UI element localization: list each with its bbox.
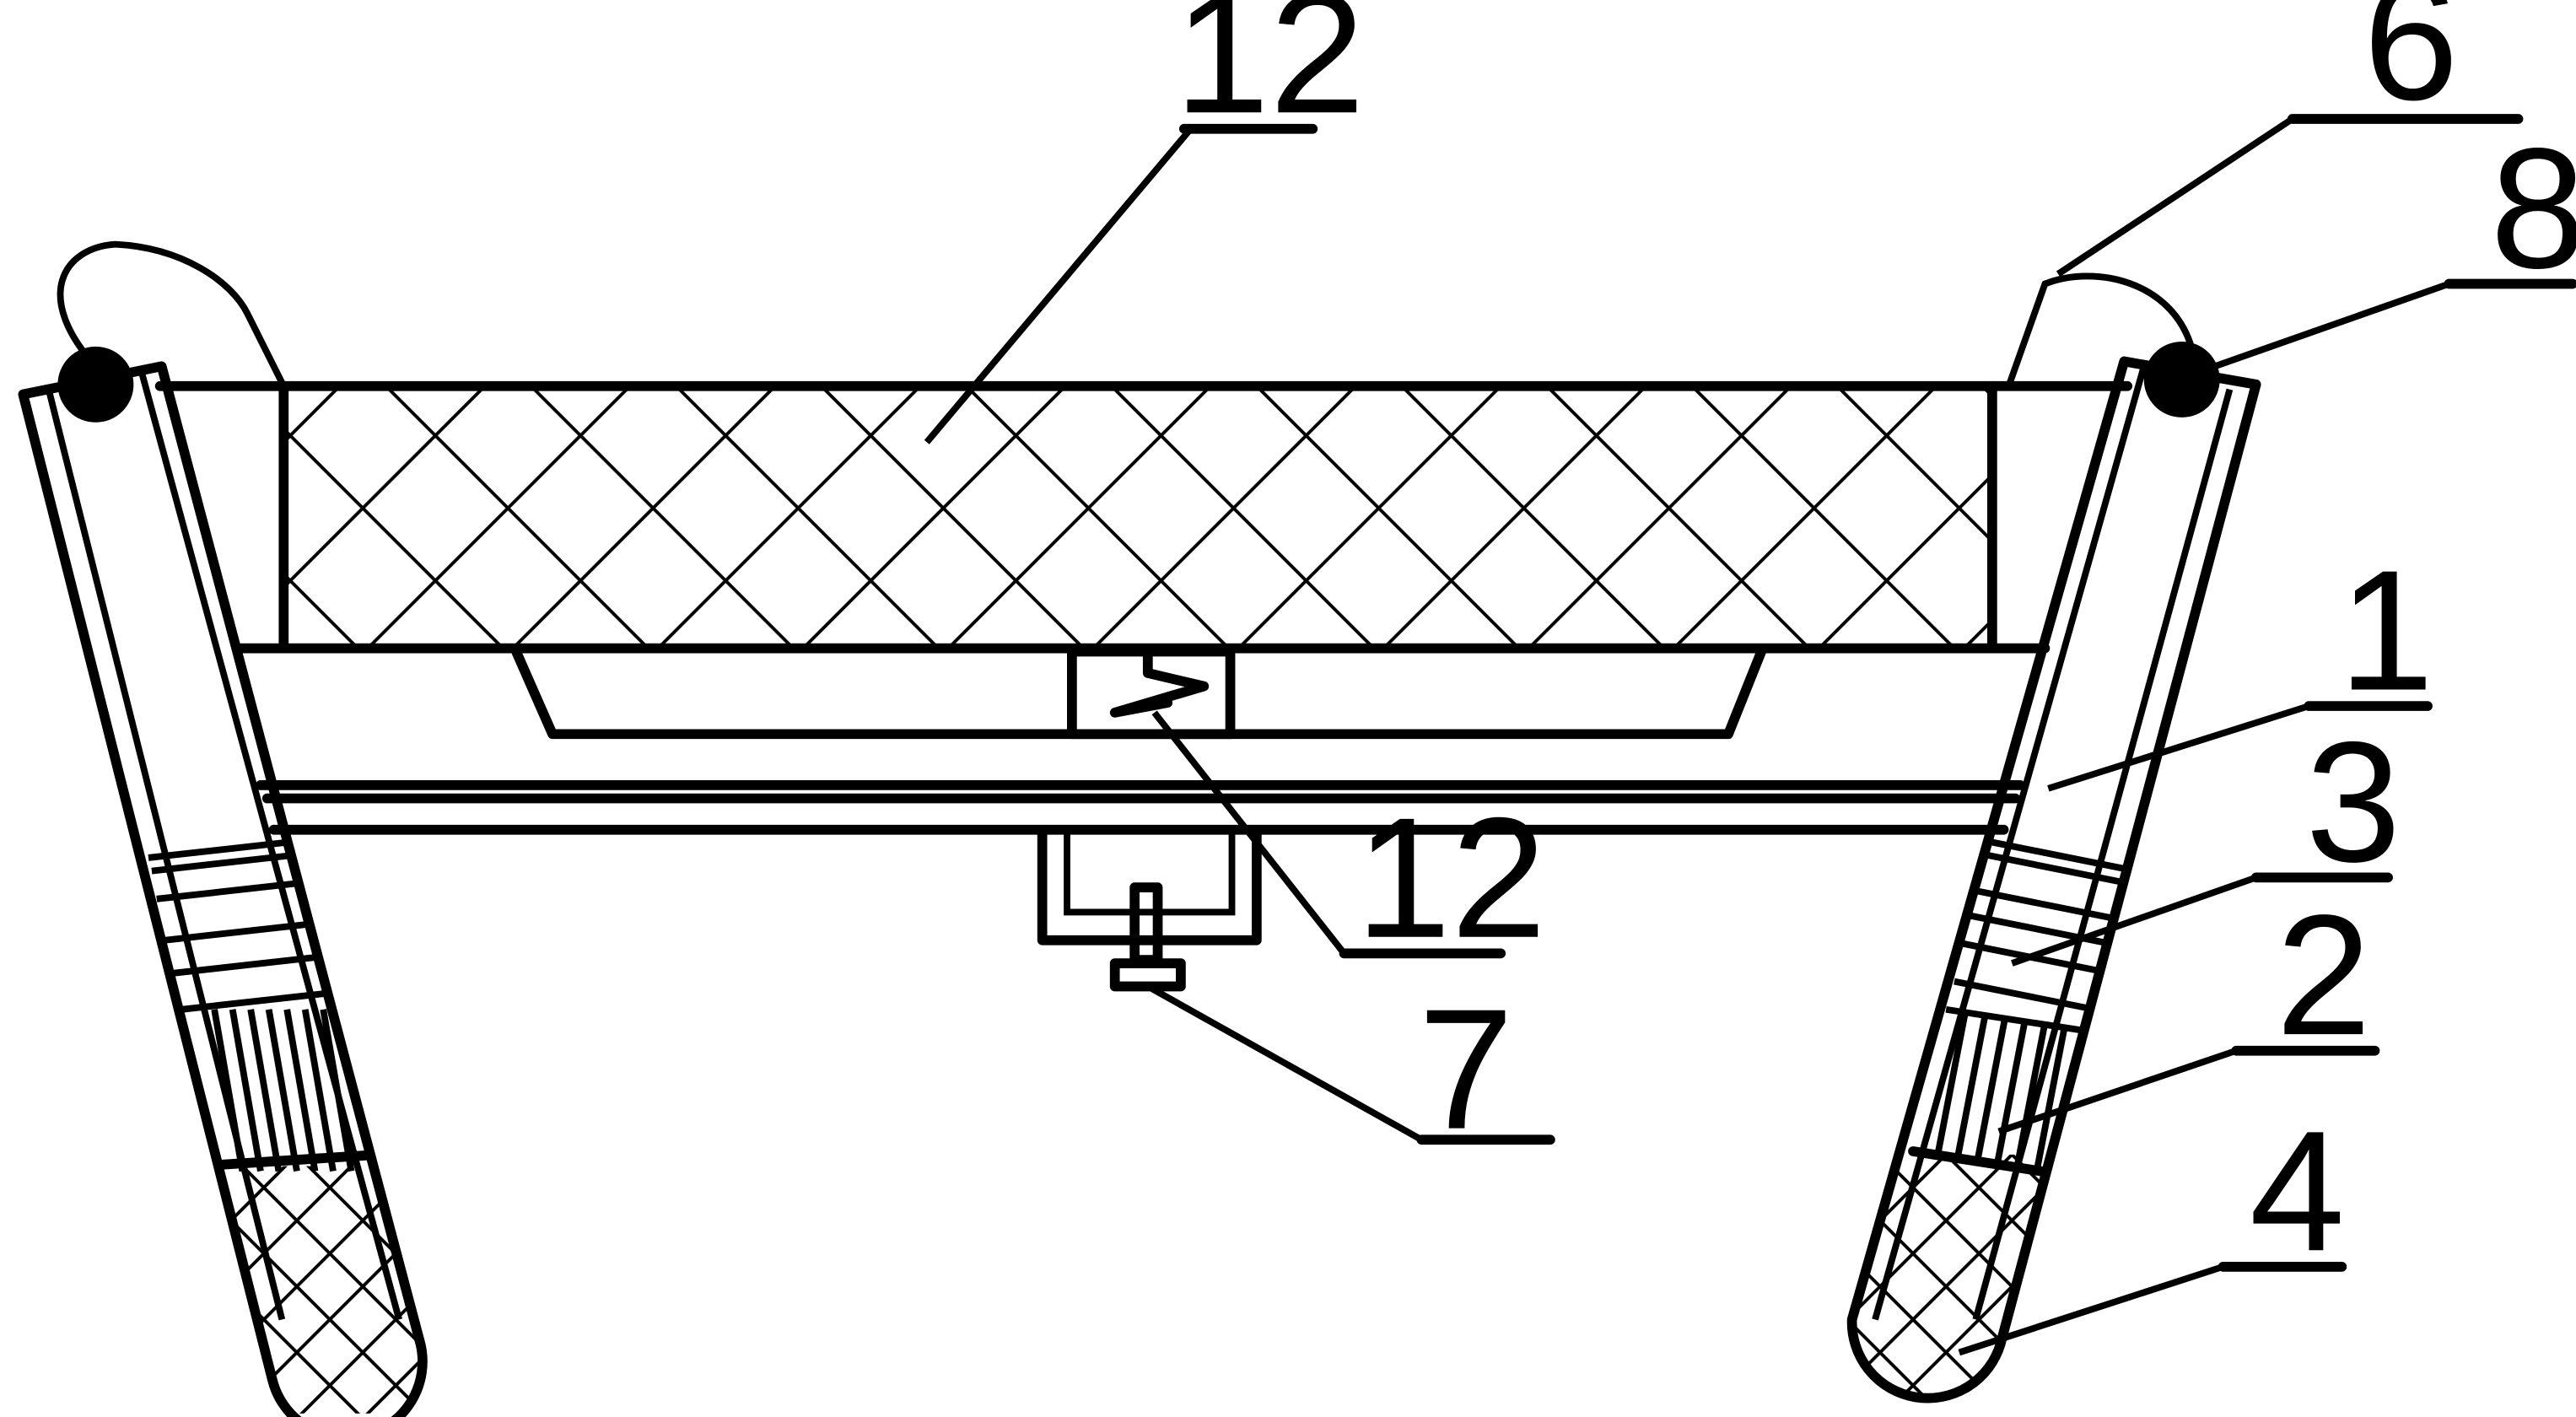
lower-tray	[511, 646, 1767, 740]
label-mesh-top: 12	[1174, 0, 1365, 149]
cross-beam	[256, 780, 2025, 835]
label-arm: 6	[2363, 0, 2459, 137]
label-lock: 7	[1418, 974, 1513, 1166]
label-band: 3	[2305, 707, 2401, 898]
mesh-panel	[154, 380, 2133, 654]
label-leg: 1	[2338, 536, 2433, 727]
right-arm	[2005, 272, 2197, 388]
left-arm	[57, 240, 287, 388]
lock-bracket	[1037, 827, 1262, 992]
left-pivot-ball	[57, 346, 134, 423]
spring-zigzag	[1109, 649, 1210, 718]
label-spring: 12	[1355, 783, 1546, 974]
right-pivot-ball	[2143, 341, 2220, 418]
label-foot: 4	[2250, 1096, 2345, 1287]
label-ball: 8	[2490, 113, 2576, 304]
leader-lines	[924, 114, 2576, 1356]
label-grip: 2	[2276, 880, 2371, 1071]
